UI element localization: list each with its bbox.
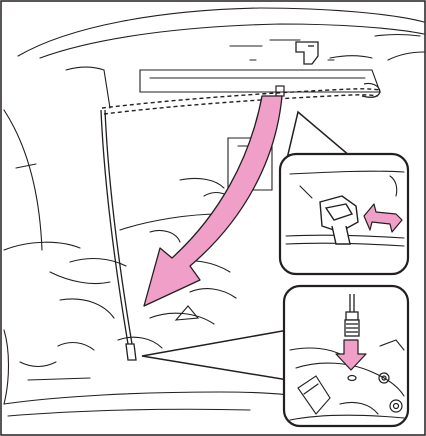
lower-callout-pointer xyxy=(142,330,288,380)
hood-latch xyxy=(296,42,318,64)
rod-path-dashed xyxy=(102,89,380,114)
curved-arrow-icon xyxy=(144,96,282,306)
hood-support-rod xyxy=(101,110,136,360)
upper-detail-callout xyxy=(280,154,408,274)
open-hood-panel xyxy=(18,8,424,108)
lower-detail-callout xyxy=(284,286,408,426)
